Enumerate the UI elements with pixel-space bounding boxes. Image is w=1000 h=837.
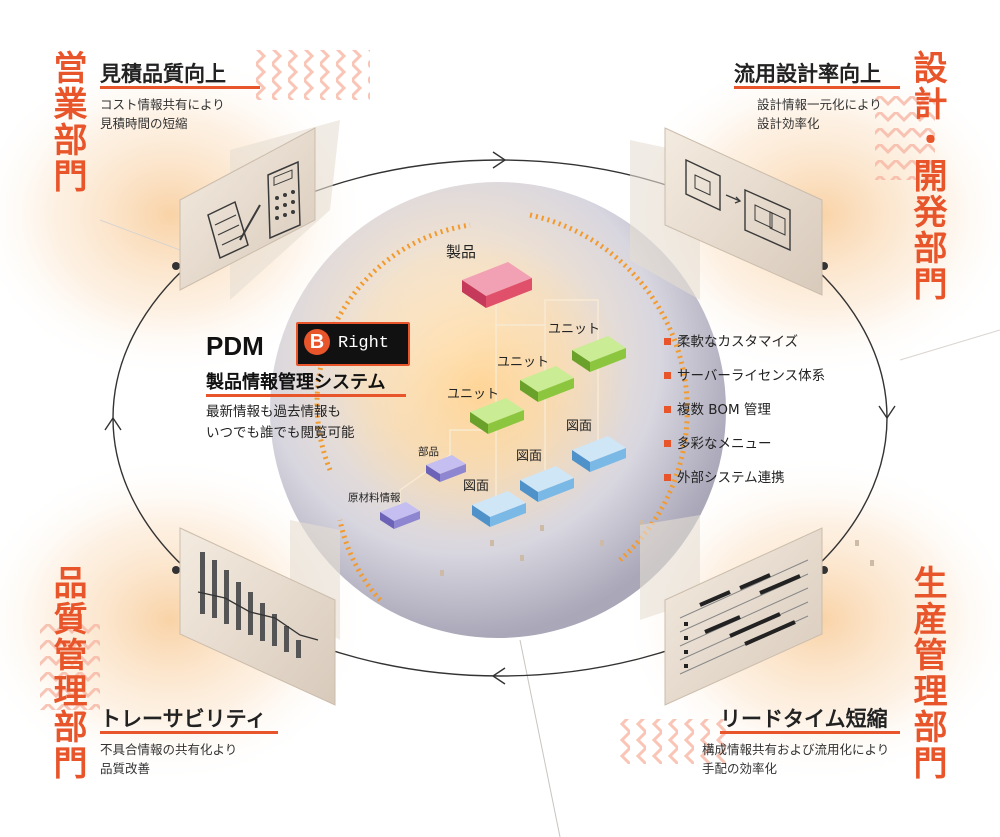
node-unit-3: ユニット bbox=[447, 387, 500, 402]
node-drawing-2: 図面 bbox=[516, 449, 543, 464]
underline bbox=[100, 86, 260, 89]
desc-leadtime: 構成情報共有および流用化により 手配の効率化 bbox=[702, 742, 890, 776]
title-design-reuse: 流用設計率向上 bbox=[734, 62, 881, 86]
node-product: 製品 bbox=[446, 243, 477, 261]
desc-traceability: 不具合情報の共有化より 品質改善 bbox=[100, 742, 238, 776]
node-part: 部品 bbox=[418, 446, 439, 458]
node-drawing-3: 図面 bbox=[463, 479, 490, 494]
estimate-panel bbox=[179, 120, 340, 300]
dept-production: 生産管理部門 bbox=[907, 565, 947, 781]
title-traceability: トレーサビリティ bbox=[100, 707, 267, 731]
feature-item: 多彩なメニュー bbox=[664, 432, 772, 452]
underline bbox=[720, 731, 900, 734]
underline bbox=[734, 86, 900, 89]
product-box bbox=[462, 262, 532, 308]
feature-item: 複数 BOM 管理 bbox=[664, 398, 771, 418]
node-material: 原材料情報 bbox=[348, 492, 401, 504]
title-leadtime: リードタイム短縮 bbox=[720, 707, 888, 731]
bullet-square-icon bbox=[664, 405, 671, 413]
bullet-square-icon bbox=[664, 337, 671, 345]
dept-quality: 品質管理部門 bbox=[47, 565, 87, 781]
feature-item: 柔軟なカスタマイズ bbox=[664, 330, 798, 350]
feature-item: 外部システム連携 bbox=[664, 466, 785, 486]
system-description: 最新情報も過去情報も いつでも誰でも閲覧可能 bbox=[206, 404, 355, 441]
quality-panel bbox=[179, 520, 340, 706]
design-panel bbox=[630, 127, 823, 300]
pdm-label: PDM bbox=[206, 331, 264, 361]
underline bbox=[206, 394, 406, 397]
desc-design-reuse: 設計情報一元化により 設計効率化 bbox=[757, 97, 882, 131]
node-unit-2: ユニット bbox=[497, 355, 550, 370]
node-drawing-1: 図面 bbox=[566, 419, 593, 434]
logo-text: Right bbox=[338, 334, 390, 353]
feature-item: サーバーライセンス体系 bbox=[664, 364, 825, 384]
title-estimate-quality: 見積品質向上 bbox=[100, 62, 226, 86]
dept-design: 設計・開発部門 bbox=[907, 50, 947, 302]
production-panel bbox=[640, 515, 823, 706]
underline bbox=[100, 731, 278, 734]
desc-estimate-quality: コスト情報共有により 見積時間の短縮 bbox=[100, 97, 225, 131]
bullet-square-icon bbox=[664, 371, 671, 379]
dept-sales: 営業部門 bbox=[47, 50, 87, 194]
bullet-square-icon bbox=[664, 439, 671, 447]
node-unit-1: ユニット bbox=[548, 322, 601, 337]
logo-b-circle: B bbox=[304, 329, 330, 355]
bullet-square-icon bbox=[664, 473, 671, 481]
b-right-logo: B Right bbox=[296, 322, 410, 366]
system-title: 製品情報管理システム bbox=[206, 372, 386, 393]
